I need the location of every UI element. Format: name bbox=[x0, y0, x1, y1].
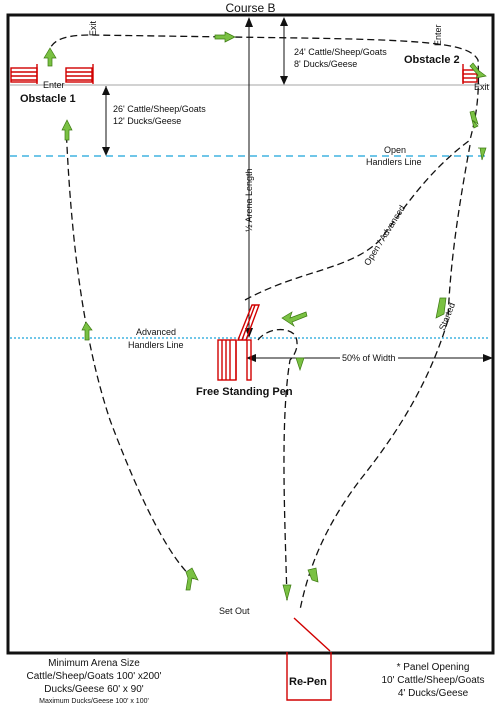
course-path bbox=[47, 34, 480, 611]
open-handlers-label-line1: Open bbox=[384, 145, 407, 155]
obstacle2-enter-label: Enter bbox=[433, 24, 443, 46]
obstacle1-exit-label: Exit bbox=[88, 20, 98, 36]
free-standing-pen-panels bbox=[217, 304, 261, 381]
min-arena-line2: Cattle/Sheep/Goats 100' x200' bbox=[26, 671, 162, 682]
panel-opening-line1: * Panel Opening bbox=[396, 662, 470, 673]
obstacle1-distance-dimension bbox=[102, 86, 110, 156]
min-arena-line3: Ducks/Geese 60' x 90' bbox=[44, 684, 144, 695]
obstacle1-distance-line2: 12' Ducks/Geese bbox=[113, 116, 182, 126]
direction-arrows bbox=[43, 31, 487, 602]
obstacle2-exit-label: Exit bbox=[474, 82, 490, 92]
width-label: 50% of Width bbox=[340, 353, 398, 363]
free-standing-pen-label: Free Standing Pen bbox=[196, 386, 293, 398]
half-arena-length-label: ½ Arena Length bbox=[244, 168, 254, 232]
open-handlers-label-line2: Handlers Line bbox=[366, 157, 422, 167]
obstacle1-panels bbox=[10, 64, 94, 84]
obstacle2-distance-line2: 8' Ducks/Geese bbox=[294, 59, 358, 69]
obstacle1-enter-label: Enter bbox=[43, 80, 65, 90]
re-pen-panels bbox=[286, 617, 332, 701]
arena-border bbox=[6, 13, 495, 655]
panel-opening-line2: 10' Cattle/Sheep/Goats bbox=[381, 675, 485, 686]
obstacle1-distance-line1: 26' Cattle/Sheep/Goats bbox=[113, 104, 206, 114]
panel-opening-line3: 4' Ducks/Geese bbox=[397, 688, 469, 699]
obstacle1-label: Obstacle 1 bbox=[20, 93, 76, 105]
obstacle2-distance-line1: 24' Cattle/Sheep/Goats bbox=[294, 47, 387, 57]
advanced-handlers-label-line1: Advanced bbox=[136, 327, 177, 337]
obstacle2-distance-dimension bbox=[280, 17, 288, 85]
advanced-handlers-label-line2: Handlers Line bbox=[128, 340, 184, 350]
re-pen-label: Re-Pen bbox=[289, 676, 327, 688]
obstacle2-label: Obstacle 2 bbox=[404, 54, 460, 66]
min-arena-line1: Minimum Arena Size bbox=[48, 658, 140, 669]
min-arena-line4: Maximum Ducks/Geese 100' x 100' bbox=[39, 698, 149, 705]
set-out-label: Set Out bbox=[219, 606, 250, 616]
course-title: Course B bbox=[225, 1, 276, 15]
